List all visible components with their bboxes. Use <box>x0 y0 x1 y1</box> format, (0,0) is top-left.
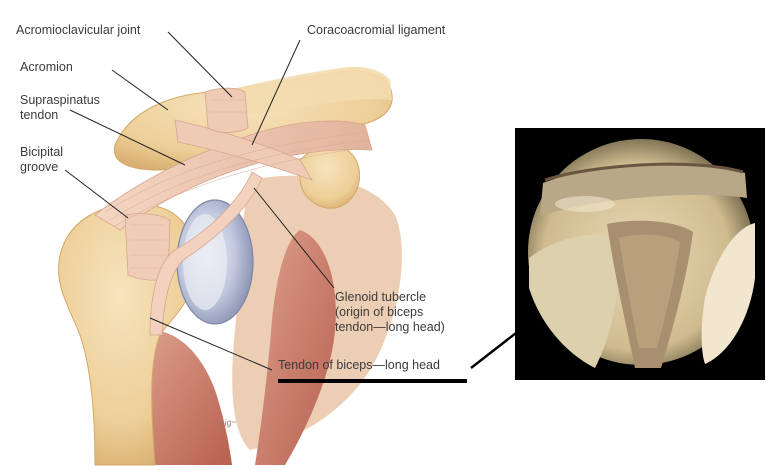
label-bicipital-line1: Bicipital <box>20 145 63 160</box>
label-glenoid-tubercle: Glenoid tubercle (origin of biceps tendo… <box>335 290 445 335</box>
leader-bicipital-groove <box>65 170 128 218</box>
label-supraspinatus-line2: tendon <box>20 108 100 123</box>
label-acromion: Acromion <box>20 60 73 75</box>
label-glenoid-line1: Glenoid tubercle <box>335 290 445 305</box>
label-acromioclavicular-joint: Acromioclavicular joint <box>16 23 140 38</box>
arthroscopic-image <box>515 128 765 380</box>
label-coracoacromial-ligament: Coracoacromial ligament <box>307 23 445 38</box>
label-tendon-of-biceps: Tendon of biceps—long head <box>278 358 440 373</box>
acromioclavicular-ligament <box>205 88 248 132</box>
label-supraspinatus-line1: Supraspinatus <box>20 93 100 108</box>
arthroscopic-view <box>515 128 765 380</box>
label-bicipital-line2: groove <box>20 160 63 175</box>
label-bicipital-groove: Bicipital groove <box>20 145 63 175</box>
label-glenoid-line3: tendon—long head) <box>335 320 445 335</box>
label-supraspinatus-tendon: Supraspinatus tendon <box>20 93 100 123</box>
label-glenoid-line2: (origin of biceps <box>335 305 445 320</box>
leader-acromion <box>112 70 168 110</box>
leader-acromioclavicular <box>168 32 232 97</box>
label-underline-bar <box>278 379 467 383</box>
artist-signature: ~sig~ <box>214 417 237 429</box>
anatomy-illustration: ~sig~ <box>59 67 402 465</box>
